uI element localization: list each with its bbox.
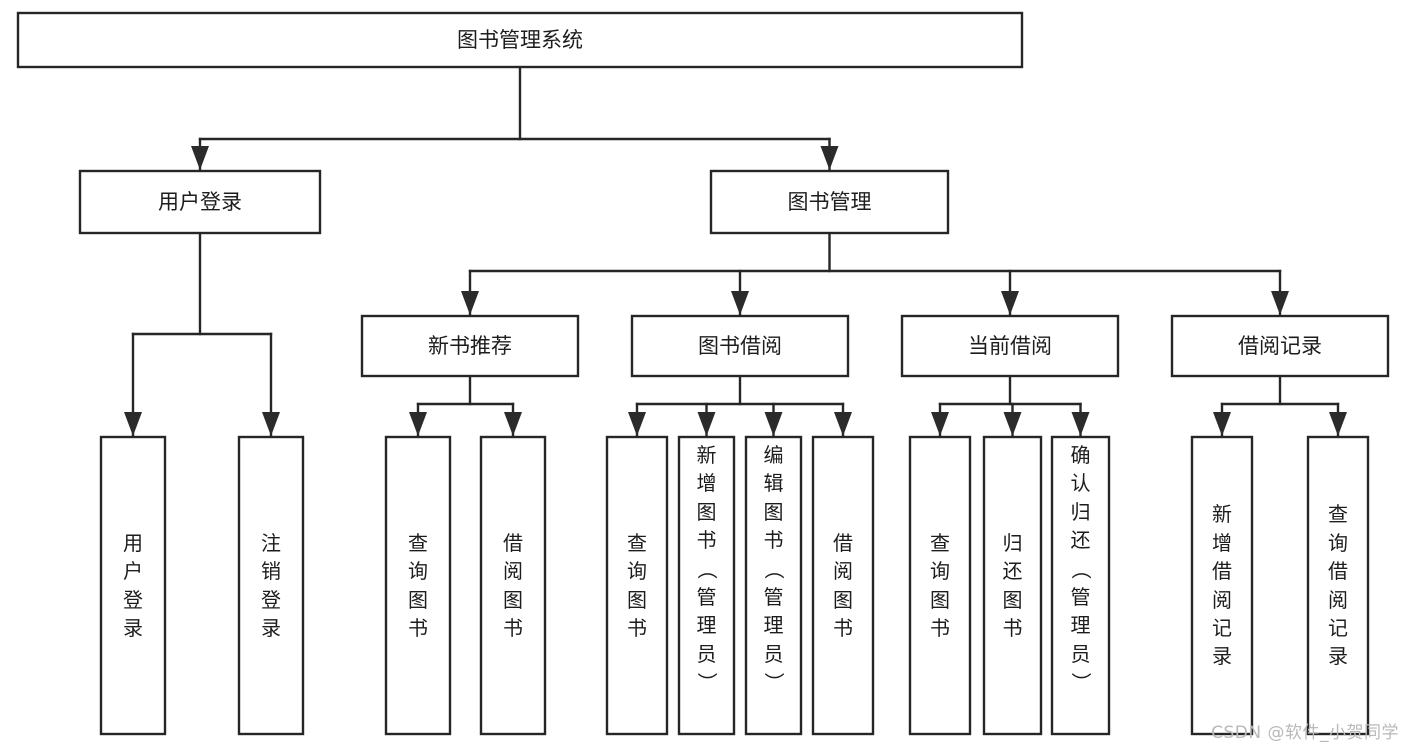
connector-arrow-icon — [731, 291, 749, 315]
connector-arrow-icon — [1003, 412, 1022, 436]
node-box-book-manage[interactable] — [709, 169, 950, 235]
node-box-root[interactable] — [16, 11, 1024, 69]
connector-arrow-icon — [191, 146, 209, 170]
node-box-leaf-borrow-book-rec[interactable] — [479, 435, 547, 736]
node-label-book-borrow: 图书借阅 — [698, 334, 782, 358]
node-box-leaf-add-borrow-record[interactable] — [1190, 435, 1254, 736]
connector-arrow-icon — [764, 412, 783, 436]
connector-arrow-icon — [262, 412, 280, 436]
node-box-leaf-query-borrow-record[interactable] — [1306, 435, 1370, 736]
node-label-book-manage: 图书管理 — [788, 190, 872, 214]
node-box-leaf-query-book-rec[interactable] — [384, 435, 452, 736]
watermark-text: CSDN @软件_小贺同学 — [1211, 723, 1399, 743]
node-box-leaf-return-book[interactable] — [982, 435, 1043, 736]
connector-arrow-icon — [1213, 412, 1231, 436]
node-box-leaf-add-book-admin[interactable] — [677, 435, 736, 736]
connector-arrow-icon — [1071, 412, 1090, 436]
node-box-leaf-query-book-borrow[interactable] — [605, 435, 669, 736]
node-box-leaf-user-login[interactable] — [99, 435, 167, 736]
node-label-root: 图书管理系统 — [457, 28, 583, 52]
node-label-user-login: 用户登录 — [158, 190, 242, 214]
connector-arrow-icon — [504, 412, 522, 436]
node-box-new-book-recommend[interactable] — [360, 314, 580, 378]
node-box-leaf-query-book-current[interactable] — [908, 435, 972, 736]
connector-arrow-icon — [1329, 412, 1347, 436]
node-box-leaf-confirm-return-admin[interactable] — [1050, 435, 1111, 736]
connector-arrow-icon — [461, 291, 479, 315]
connector-arrow-icon — [1001, 291, 1019, 315]
node-label-borrow-record: 借阅记录 — [1238, 334, 1322, 358]
node-box-leaf-edit-book-admin[interactable] — [744, 435, 803, 736]
connector-arrow-icon — [1271, 291, 1289, 315]
node-box-leaf-logout[interactable] — [237, 435, 305, 736]
node-box-leaf-borrow-book[interactable] — [811, 435, 875, 736]
node-box-book-borrow[interactable] — [630, 314, 850, 378]
connector-arrow-icon — [124, 412, 142, 436]
node-box-borrow-record[interactable] — [1170, 314, 1390, 378]
connector-arrow-icon — [697, 412, 716, 436]
connector-arrow-icon — [834, 412, 852, 436]
connector-arrow-icon — [931, 412, 949, 436]
connector-arrow-icon — [409, 412, 427, 436]
node-label-new-book-recommend: 新书推荐 — [428, 334, 512, 358]
connector-arrow-icon — [628, 412, 646, 436]
node-label-current-borrow: 当前借阅 — [968, 334, 1052, 358]
connector-arrow-icon — [820, 146, 839, 170]
node-box-current-borrow[interactable] — [900, 314, 1120, 378]
node-box-user-login[interactable] — [78, 169, 322, 235]
